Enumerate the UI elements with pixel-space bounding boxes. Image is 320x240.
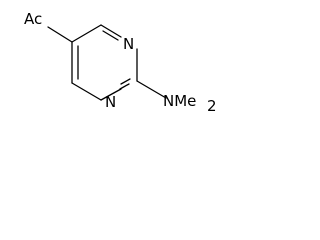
bond-c5-acetyl: [47, 26, 73, 43]
nitrogen-label-top: N: [123, 35, 134, 53]
bond-c2-nme2: [136, 80, 167, 99]
bond-c4-h-side: [71, 82, 102, 101]
bond-c2-n3: [119, 83, 130, 90]
acetyl-label: Ac: [24, 10, 42, 28]
bond-n3-c4: [100, 88, 122, 101]
dimethylamino-label: NMe: [163, 92, 196, 110]
bond-c5-c6: [71, 24, 102, 43]
molecule-structure: N N Ac NMe 2: [24, 10, 217, 115]
bond-c6-n1: [100, 24, 122, 38]
dimethylamino-subscript: 2: [207, 97, 217, 115]
nitrogen-label-bottom: N: [105, 93, 116, 111]
bond-c2-n3-inner: [120, 78, 131, 85]
bond-c6-n1-inner: [102, 30, 119, 41]
